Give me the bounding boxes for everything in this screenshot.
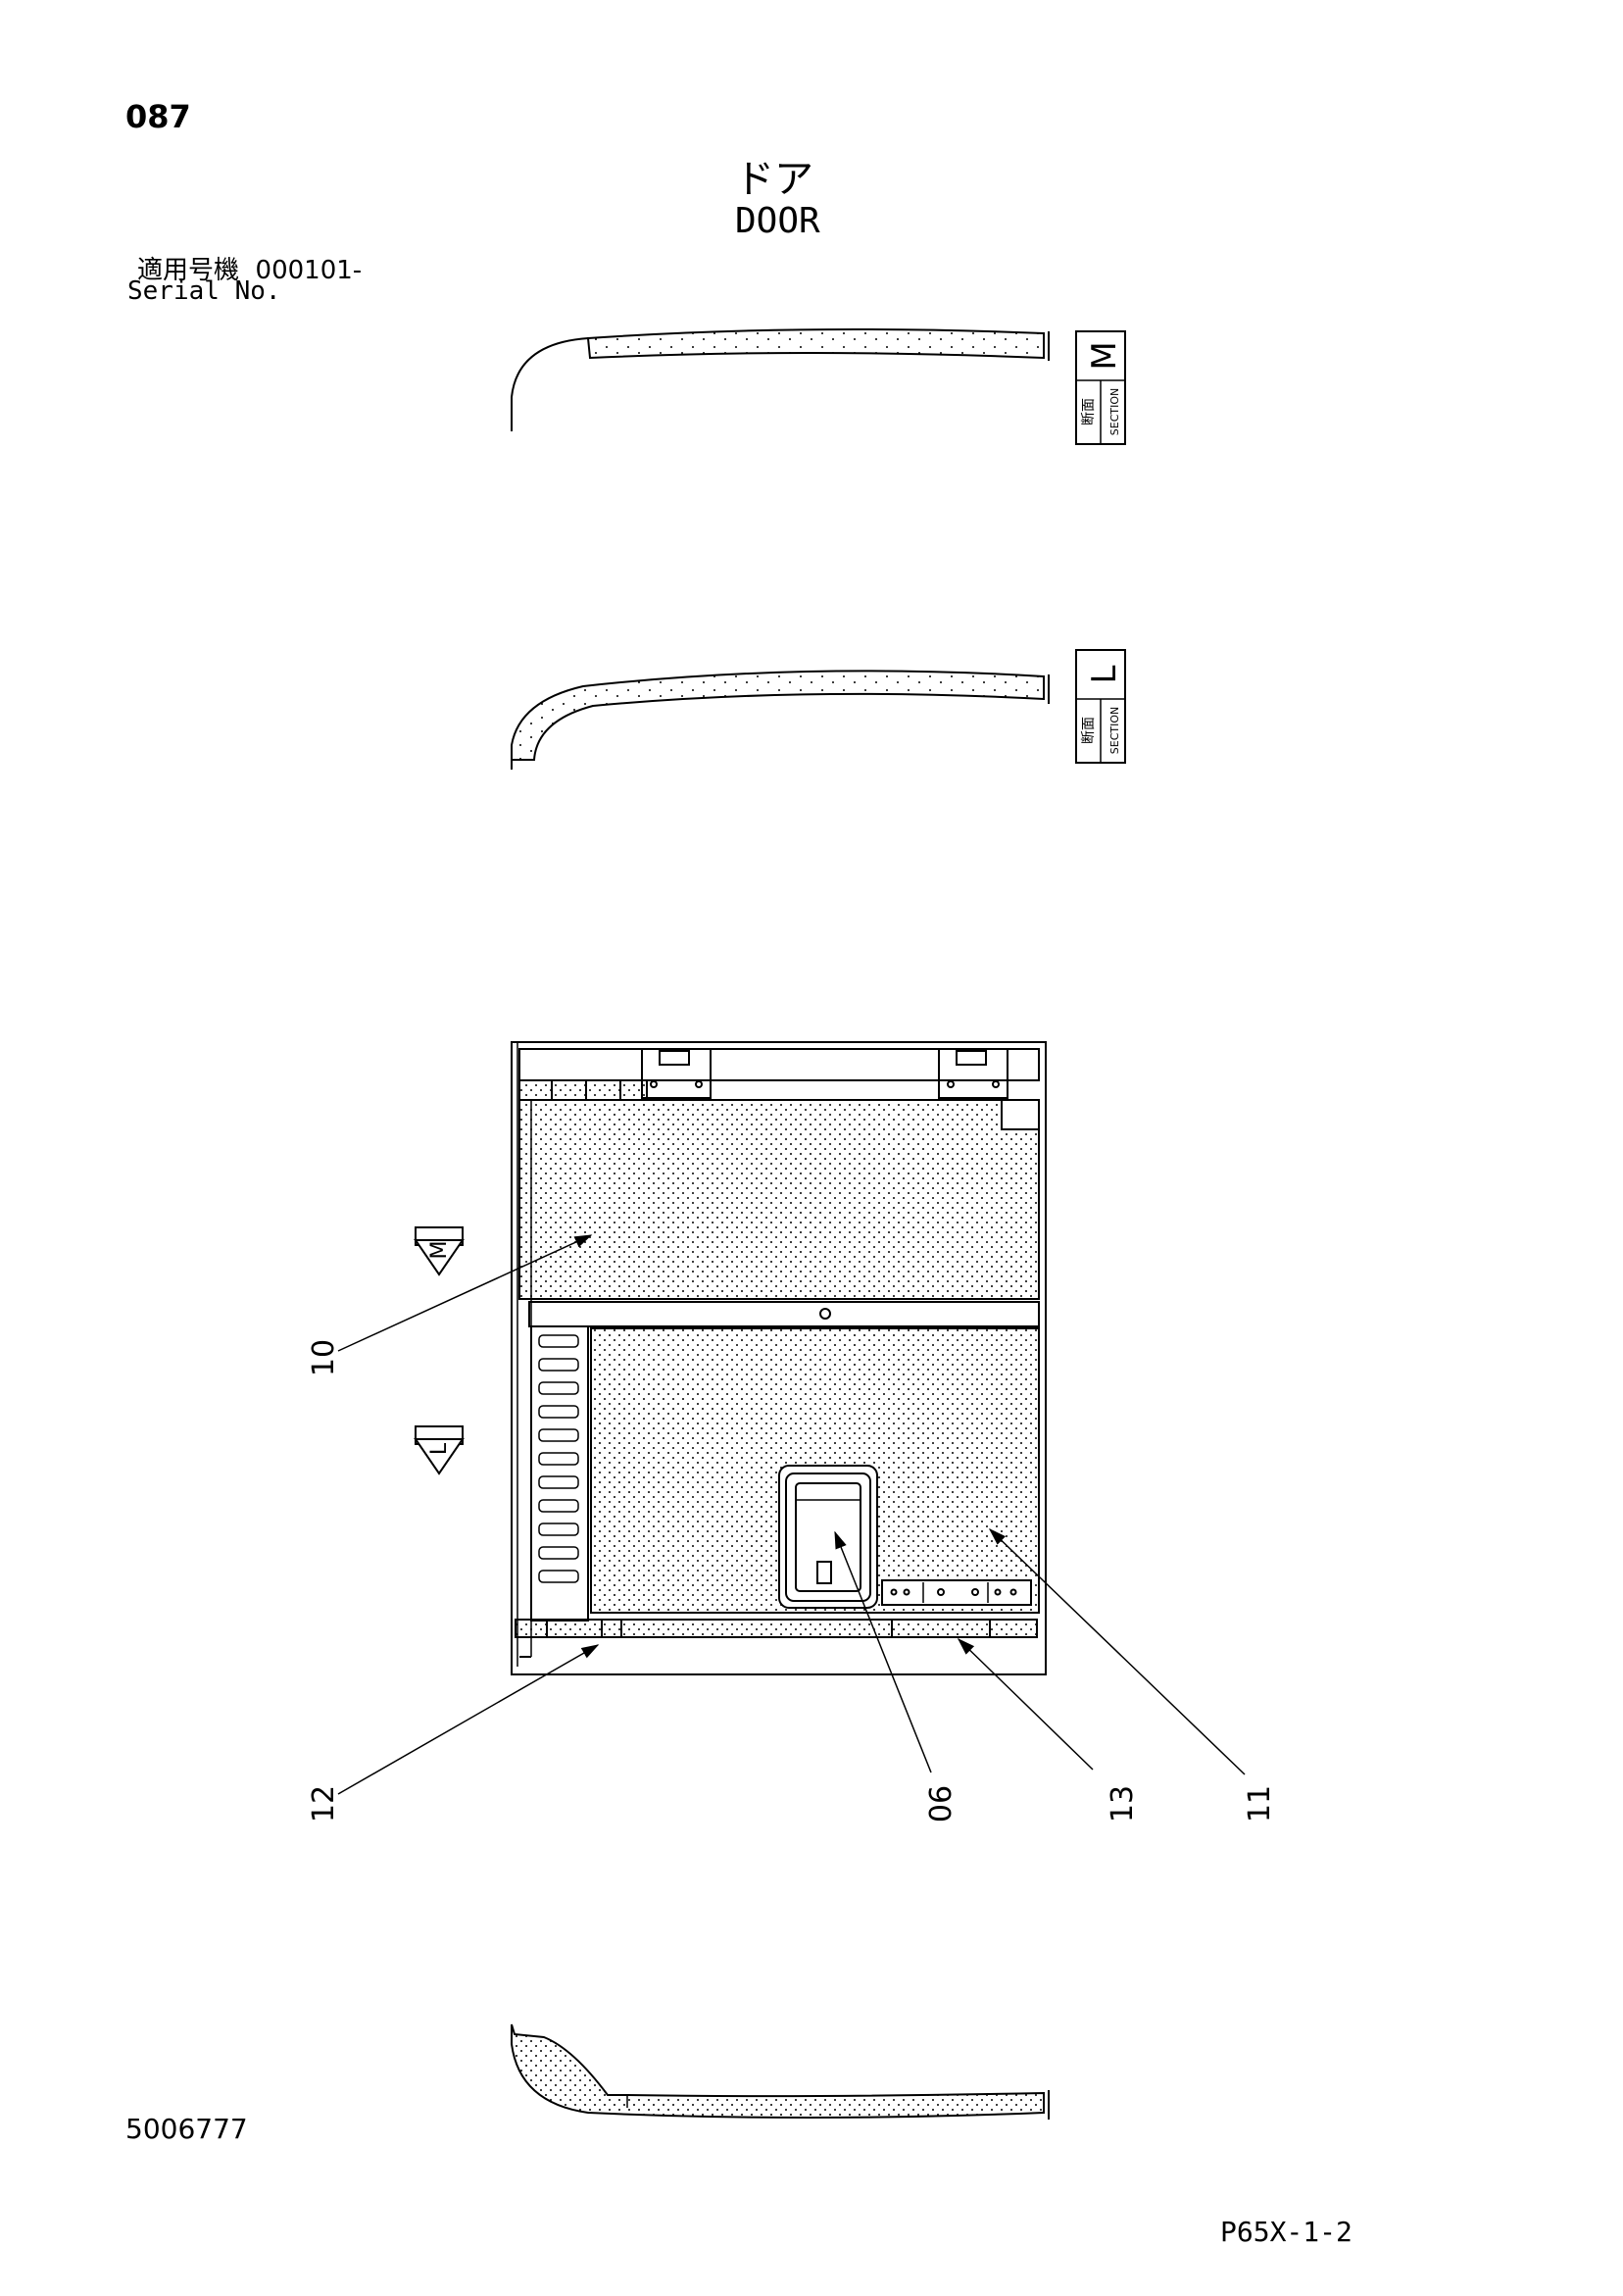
latch-strip — [881, 1579, 1032, 1606]
serial-range: 適用号機 000101- — [137, 250, 362, 286]
section-l-en: SECTION — [1108, 707, 1121, 754]
callout-13: 13 — [1106, 1785, 1140, 1822]
leader-12 — [337, 1644, 600, 1795]
callouts: 10 12 06 13 11 — [307, 1234, 1277, 1822]
hinge-right — [938, 1048, 1008, 1099]
section-l-jp: 断面 — [1081, 717, 1097, 744]
callout-06: 06 — [924, 1785, 959, 1822]
door-handle — [778, 1465, 878, 1609]
leader-11 — [988, 1527, 1246, 1775]
hinge-left — [641, 1048, 712, 1099]
section-l-profile — [511, 670, 1050, 770]
section-m-letter: M — [1085, 341, 1124, 370]
callout-12: 12 — [307, 1785, 341, 1822]
bottom-section-profile — [511, 2023, 1050, 2120]
leader-06 — [834, 1530, 932, 1773]
serial-value: 000101- — [255, 256, 363, 285]
vent-slots — [538, 1334, 579, 1583]
section-l-label: L 断面 SECTION — [1075, 649, 1126, 764]
view-marker-l: L — [414, 1425, 465, 1475]
callout-10: 10 — [307, 1339, 341, 1376]
view-marker-m-letter: M — [427, 1241, 452, 1260]
section-m-en: SECTION — [1108, 388, 1121, 435]
section-m-profile — [511, 328, 1050, 431]
serial-label-jp: 適用号機 — [137, 256, 240, 285]
page-title-en: DOOR — [735, 201, 820, 241]
page-title-jp: ドア — [735, 157, 813, 202]
view-marker-m: M — [414, 1226, 465, 1276]
section-m-jp: 断面 — [1081, 398, 1097, 425]
door-front-view — [511, 1041, 1047, 1675]
leader-13 — [957, 1637, 1094, 1771]
section-m-label: M 断面 SECTION — [1075, 330, 1126, 445]
serial-label-en: Serial No. — [127, 276, 281, 306]
section-l-letter: L — [1085, 665, 1124, 683]
sheet-reference: P65X-1-2 — [1220, 2216, 1352, 2248]
document-id: 5006777 — [125, 2113, 248, 2145]
page-number: 087 — [125, 98, 191, 135]
leader-10 — [337, 1234, 593, 1352]
callout-11: 11 — [1243, 1785, 1277, 1822]
view-marker-l-letter: L — [427, 1442, 452, 1455]
